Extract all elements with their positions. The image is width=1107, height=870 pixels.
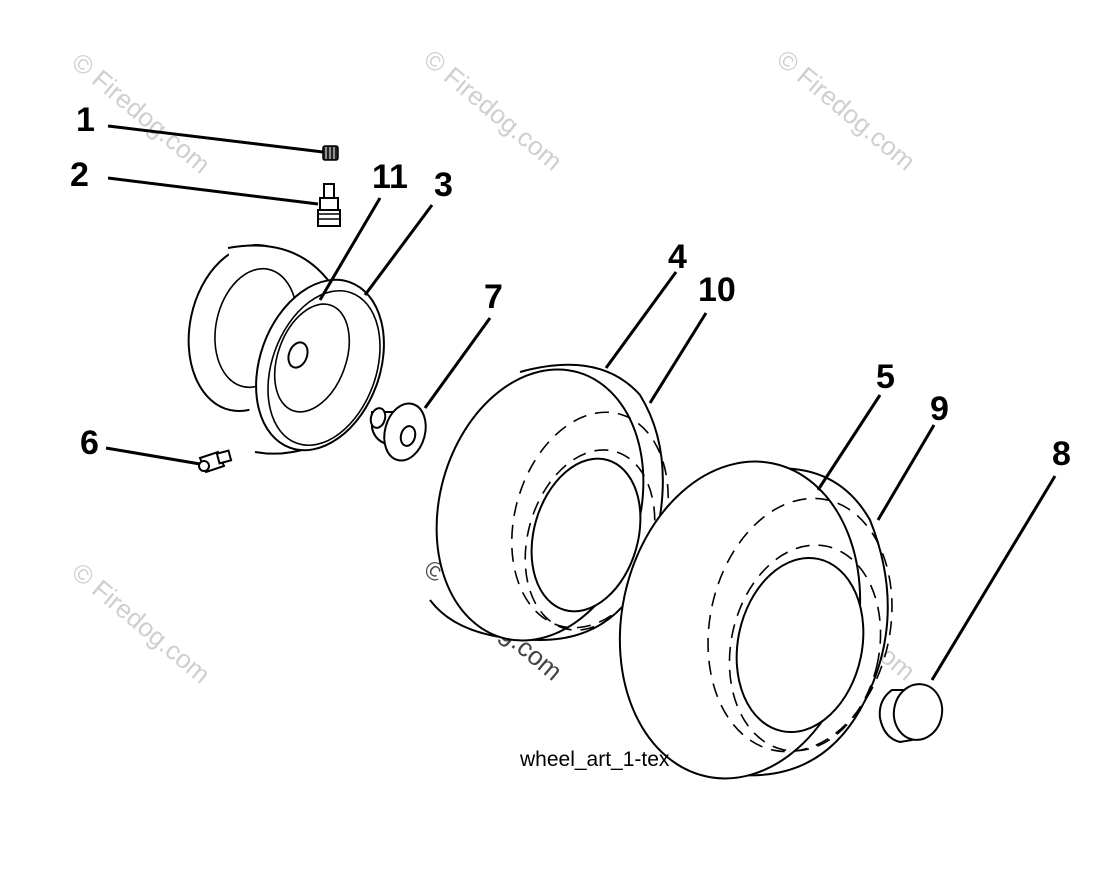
leader-11 <box>318 197 382 301</box>
part-wheel-rim <box>187 243 385 455</box>
callout-6: 6 <box>80 424 99 462</box>
callout-8: 8 <box>1052 435 1071 473</box>
leader-5 <box>816 394 882 491</box>
callout-9: 9 <box>930 390 949 428</box>
callout-5: 5 <box>876 358 895 396</box>
callout-4: 4 <box>668 238 687 276</box>
callout-7: 7 <box>484 278 503 316</box>
callout-11: 11 <box>372 158 408 196</box>
figure-caption: wheel_art_1-tex <box>519 748 670 771</box>
leader-lines <box>105 124 1057 681</box>
leader-4 <box>604 271 678 369</box>
part-valve-stem <box>317 183 341 227</box>
part-bushing <box>369 402 427 462</box>
leader-7 <box>423 317 492 409</box>
callout-3: 3 <box>434 166 453 204</box>
part-front-tire <box>429 363 670 642</box>
leader-2 <box>107 176 319 206</box>
callout-2: 2 <box>70 156 89 194</box>
watermark-2: © Firedog.com <box>418 44 568 177</box>
leader-1 <box>107 124 324 154</box>
callout-numbers: 1 2 11 3 7 6 4 10 5 9 8 <box>70 101 1071 473</box>
leader-9 <box>876 424 936 521</box>
callout-10: 10 <box>698 271 736 309</box>
leader-6 <box>105 446 201 466</box>
part-grease-fitting <box>198 449 233 474</box>
part-valve-cap <box>322 145 339 161</box>
watermark-4: © Firedog.com <box>66 557 216 690</box>
part-hub-cap <box>878 683 944 744</box>
callout-1: 1 <box>76 101 95 139</box>
part-rear-tire <box>618 460 893 780</box>
leader-10 <box>648 312 708 404</box>
leader-3 <box>363 204 434 296</box>
watermark-3: © Firedog.com <box>771 44 921 177</box>
leader-8 <box>930 475 1057 681</box>
